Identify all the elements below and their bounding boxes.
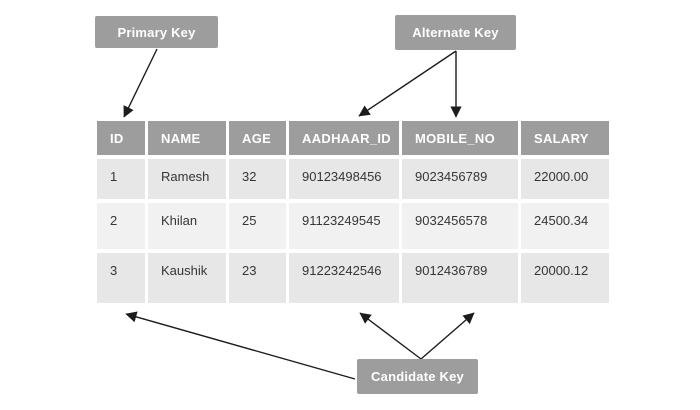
- arrow-candidate-key-to-id-column: [125, 311, 356, 380]
- cell-id: 2: [97, 203, 145, 249]
- arrow-alternate-key-to-aadhaar-column: [358, 50, 457, 117]
- column-header-salary: SALARY: [521, 121, 609, 155]
- cell-name: Ramesh: [148, 159, 226, 199]
- table-row: 2 Khilan 25 91123249545 9032456578 24500…: [97, 203, 609, 249]
- column-header-aadhaar: AADHAAR_ID: [289, 121, 399, 155]
- primary-key-label: Primary Key: [95, 16, 218, 48]
- cell-age: 32: [229, 159, 286, 199]
- cell-aadhaar: 90123498456: [289, 159, 399, 199]
- arrow-primary-key-to-id-column: [123, 48, 158, 118]
- column-header-age: AGE: [229, 121, 286, 155]
- table-header-row: ID NAME AGE AADHAAR_ID MOBILE_NO SALARY: [97, 121, 609, 155]
- cell-age: 23: [229, 253, 286, 303]
- cell-salary: 22000.00: [521, 159, 609, 199]
- table-row: 1 Ramesh 32 90123498456 9023456789 22000…: [97, 159, 609, 199]
- cell-name: Kaushik: [148, 253, 226, 303]
- cell-name: Khilan: [148, 203, 226, 249]
- cell-aadhaar: 91123249545: [289, 203, 399, 249]
- cell-id: 3: [97, 253, 145, 303]
- table-row: 3 Kaushik 23 91223242546 9012436789 2000…: [97, 253, 609, 303]
- candidate-key-label: Candidate Key: [357, 359, 478, 394]
- cell-aadhaar: 91223242546: [289, 253, 399, 303]
- arrow-candidate-key-to-mobile-column: [420, 312, 475, 360]
- cell-salary: 24500.34: [521, 203, 609, 249]
- column-header-id: ID: [97, 121, 145, 155]
- cell-id: 1: [97, 159, 145, 199]
- cell-mobile: 9023456789: [402, 159, 518, 199]
- cell-age: 25: [229, 203, 286, 249]
- employee-table: ID NAME AGE AADHAAR_ID MOBILE_NO SALARY …: [94, 117, 612, 307]
- cell-mobile: 9032456578: [402, 203, 518, 249]
- cell-salary: 20000.12: [521, 253, 609, 303]
- cell-mobile: 9012436789: [402, 253, 518, 303]
- column-header-name: NAME: [148, 121, 226, 155]
- alternate-key-label: Alternate Key: [395, 15, 516, 50]
- arrow-candidate-key-to-aadhaar-column: [359, 312, 422, 360]
- column-header-mobile: MOBILE_NO: [402, 121, 518, 155]
